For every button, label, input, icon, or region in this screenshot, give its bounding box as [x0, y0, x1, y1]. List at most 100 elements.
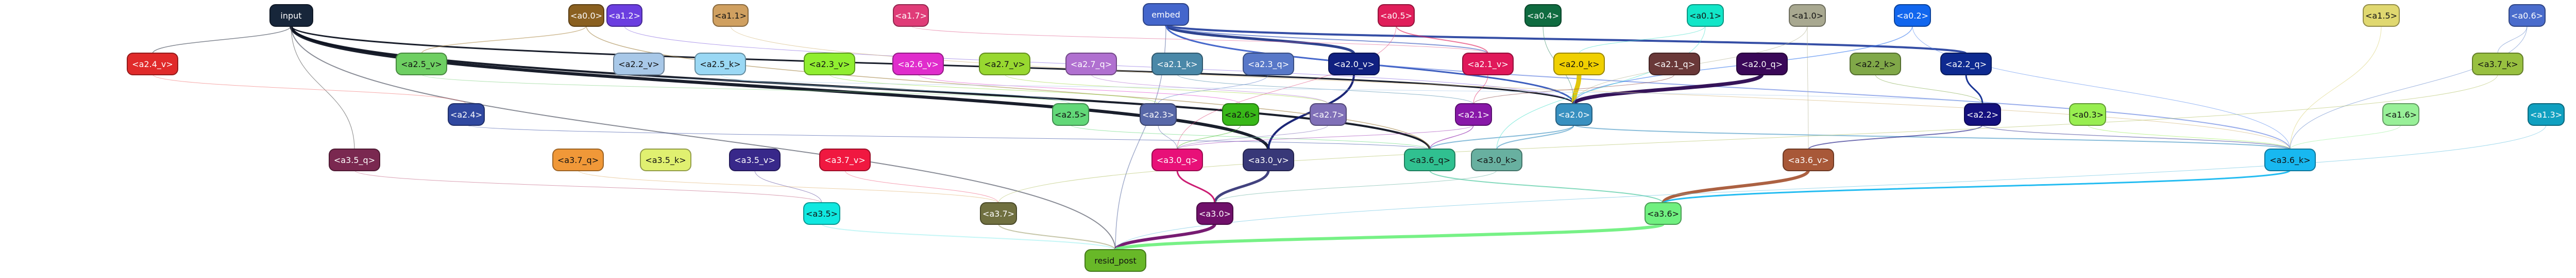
edge-a1-7-to-a2-1-v	[910, 25, 1488, 54]
edge-a2-0-to-a3-0-k	[1496, 124, 1574, 150]
node-a0-2[interactable]: <a0.2>	[1894, 4, 1931, 27]
edge-a0-3-to-a3-6-k	[2087, 124, 2291, 150]
edge-a2-3-to-a3-0-q	[1158, 124, 1178, 150]
node-a0-1[interactable]: <a0.1>	[1687, 4, 1724, 27]
node-a3-7[interactable]: <a3.7>	[980, 202, 1017, 225]
node-a2-5-k[interactable]: <a2.5_k>	[694, 53, 746, 75]
node-a2-4[interactable]: <a2.4>	[448, 103, 485, 126]
edge-a2-6-v-to-a2-6	[918, 74, 1241, 105]
node-a3-7-k[interactable]: <a3.7_k>	[2472, 53, 2523, 75]
edge-a3-5-v-to-a3-5	[754, 170, 822, 204]
node-a3-0[interactable]: <a3.0>	[1196, 202, 1233, 225]
edge-a1-6-to-a3-6-k	[2290, 124, 2401, 150]
node-a1-5[interactable]: <a1.5>	[2363, 4, 2400, 27]
node-a3-6-k[interactable]: <a3.6_k>	[2264, 149, 2316, 171]
edge-a2-2-k-to-a2-2	[1875, 74, 1983, 105]
node-a3-6-q[interactable]: <a3.6_q>	[1404, 149, 1455, 171]
node-a2-1-v[interactable]: <a2.1_v>	[1462, 53, 1514, 75]
edge-a2-0-to-a3-6-q	[1429, 124, 1574, 150]
edge-a1-3-to-resid-post	[1115, 124, 2547, 251]
node-a2-2-q[interactable]: <a2.2_q>	[1940, 53, 1992, 75]
node-input[interactable]: input	[269, 4, 313, 27]
edge-a2-2-q-to-a2-2	[1965, 74, 1984, 105]
edge-input-to-a3-5-q	[291, 25, 355, 150]
node-a2-1-q[interactable]: <a2.1_q>	[1649, 53, 1700, 75]
node-a2-6[interactable]: <a2.6>	[1222, 103, 1259, 126]
node-a2-3[interactable]: <a2.3>	[1140, 103, 1177, 126]
node-embed[interactable]: embed	[1143, 3, 1189, 26]
edge-a3-0-v-to-a3-0	[1213, 170, 1270, 204]
edge-a1-0-to-a3-6-v	[1807, 25, 1809, 150]
edge-a2-7-q-to-a2-7	[1091, 74, 1329, 105]
node-a3-5[interactable]: <a3.5>	[803, 202, 840, 225]
edge-a3-6-to-resid-post	[1114, 222, 1665, 252]
edge-input-to-a2-4-v	[152, 25, 292, 54]
node-a1-3[interactable]: <a1.3>	[2528, 103, 2565, 126]
edge-a3-0-k-to-a3-0	[1214, 170, 1497, 204]
node-a2-5[interactable]: <a2.5>	[1052, 103, 1089, 126]
node-a3-0-q[interactable]: <a3.0_q>	[1151, 149, 1203, 171]
node-a3-6[interactable]: <a3.6>	[1645, 202, 1682, 225]
node-a2-5-v[interactable]: <a2.5_v>	[396, 53, 447, 75]
node-a2-3-q[interactable]: <a2.3_q>	[1243, 53, 1294, 75]
node-a2-0-v[interactable]: <a2.0_v>	[1328, 53, 1380, 75]
node-a2-7-v[interactable]: <a2.7_v>	[979, 53, 1030, 75]
node-resid-post[interactable]: resid_post	[1084, 249, 1146, 272]
edge-a3-5-to-resid-post	[821, 223, 1116, 251]
node-a2-2-k[interactable]: <a2.2_k>	[1850, 53, 1901, 75]
node-a2-2-v[interactable]: <a2.2_v>	[613, 53, 665, 75]
node-a2-4-v[interactable]: <a2.4_v>	[127, 53, 178, 75]
node-a2-0-k[interactable]: <a2.0_k>	[1553, 53, 1605, 75]
node-a3-5-k[interactable]: <a3.5_k>	[640, 149, 691, 171]
edge-a2-4-to-a3-6-q	[466, 124, 1430, 150]
edge-a0-0-to-a2-5-v	[421, 25, 587, 54]
edge-a3-6-q-to-a3-6	[1429, 170, 1664, 204]
node-a2-7[interactable]: <a2.7>	[1310, 103, 1347, 126]
node-a3-7-v[interactable]: <a3.7_v>	[819, 149, 871, 171]
node-a2-2[interactable]: <a2.2>	[1964, 103, 2001, 126]
edge-a2-1-v-to-a2-1	[1473, 74, 1488, 105]
node-a3-5-v[interactable]: <a3.5_v>	[729, 149, 781, 171]
edge-a0-5-to-a3-0-q	[1177, 25, 1397, 150]
node-a1-1[interactable]: <a1.1>	[713, 4, 749, 27]
node-a3-6-v[interactable]: <a3.6_v>	[1783, 149, 1834, 171]
node-a2-0[interactable]: <a2.0>	[1555, 103, 1592, 126]
edge-a2-2-v-to-a2-2	[638, 74, 1983, 105]
node-a0-3[interactable]: <a0.3>	[2069, 103, 2106, 126]
edge-a2-6-to-a3-0-q	[1177, 124, 1241, 150]
edge-a0-0-to-a3-6-q	[586, 25, 1430, 150]
node-a2-0-q[interactable]: <a2.0_q>	[1736, 53, 1788, 75]
edge-a3-6-v-to-a3-6	[1662, 169, 1810, 204]
edge-a2-1-to-a3-6-q	[1429, 124, 1474, 150]
node-a0-5[interactable]: <a0.5>	[1378, 4, 1415, 27]
node-a1-2[interactable]: <a1.2>	[606, 4, 642, 27]
edge-a3-0-to-resid-post	[1114, 223, 1216, 251]
node-a3-7-q[interactable]: <a3.7_q>	[552, 149, 604, 171]
node-a3-0-k[interactable]: <a3.0_k>	[1471, 149, 1522, 171]
node-a2-1-k[interactable]: <a2.1_k>	[1151, 53, 1203, 75]
node-a3-5-q[interactable]: <a3.5_q>	[329, 149, 380, 171]
edge-a3-6-k-to-a3-6	[1662, 169, 2291, 204]
node-a0-4[interactable]: <a0.4>	[1524, 4, 1562, 27]
edge-a0-6-to-a3-7-k	[2497, 25, 2528, 54]
node-a0-6[interactable]: <a0.6>	[2509, 4, 2546, 27]
edge-a2-2-to-a3-6-v	[1808, 124, 1983, 150]
node-a2-6-v[interactable]: <a2.6_v>	[892, 53, 944, 75]
edge-a0-5-to-a2-1-v	[1396, 25, 1488, 54]
edge-a2-4-v-to-a2-4	[152, 74, 467, 105]
edge-embed-to-a3-6-k	[1165, 24, 2291, 150]
node-a1-7[interactable]: <a1.7>	[893, 4, 929, 27]
edge-a2-3-v-to-a2-3	[829, 74, 1159, 105]
node-a2-1[interactable]: <a2.1>	[1455, 103, 1492, 126]
node-a2-3-v[interactable]: <a2.3_v>	[804, 53, 855, 75]
node-a2-7-q[interactable]: <a2.7_q>	[1065, 53, 1117, 75]
edge-embed-to-a2-0-v	[1164, 24, 1355, 55]
edge-a3-5-q-to-a3-5	[354, 170, 822, 204]
node-a1-0[interactable]: <a1.0>	[1789, 4, 1826, 27]
edge-input-to-a3-0-v	[290, 25, 1270, 150]
edge-a2-7-to-a3-0-q	[1177, 124, 1329, 150]
node-a1-6[interactable]: <a1.6>	[2382, 103, 2419, 126]
node-a3-0-v[interactable]: <a3.0_v>	[1243, 149, 1294, 171]
node-a0-0[interactable]: <a0.0>	[568, 4, 604, 27]
